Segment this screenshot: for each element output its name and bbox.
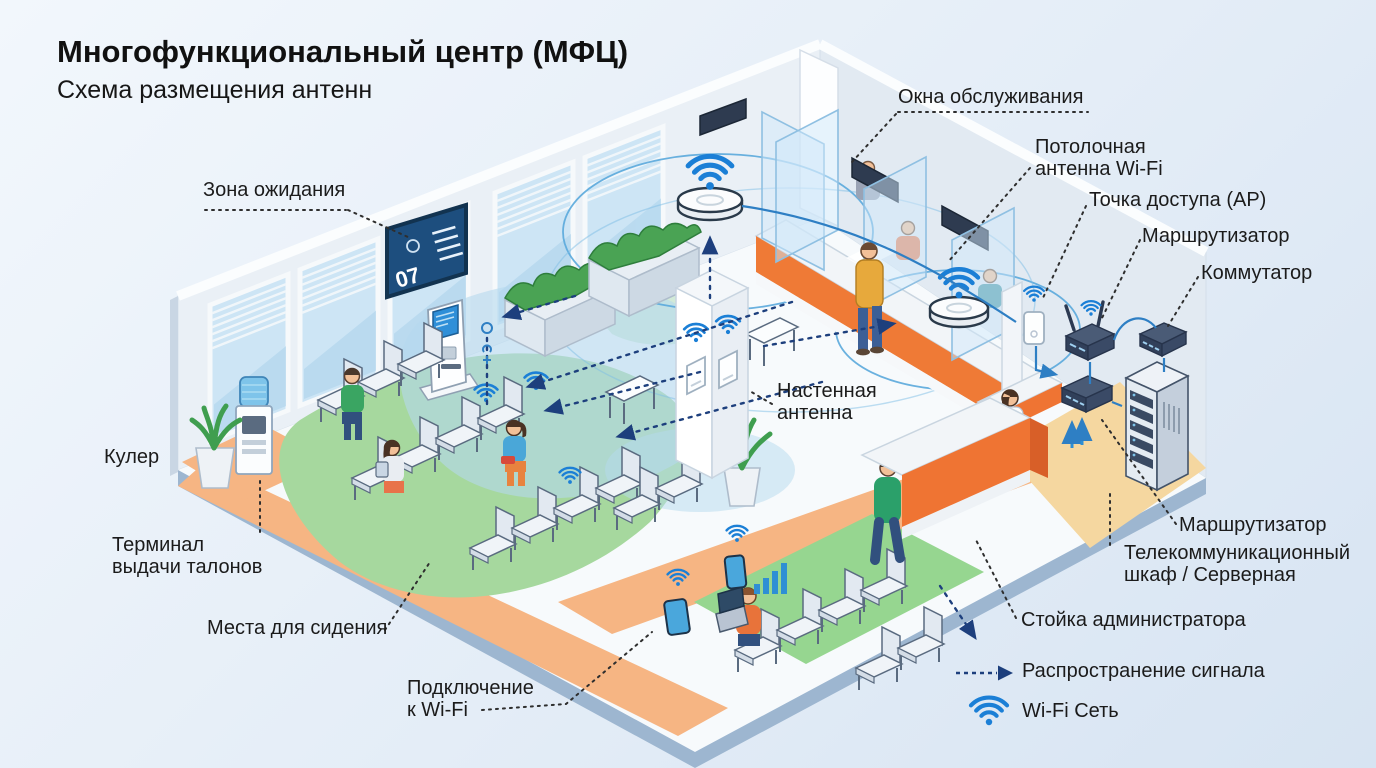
page-subtitle: Схема размещения антенн — [57, 76, 373, 104]
potted-plant-left — [189, 403, 243, 489]
leader-lines — [204, 111, 1199, 711]
signal-bars-icon — [754, 563, 787, 594]
page-title: Многофункциональный центр (МФЦ) — [57, 34, 629, 69]
legend-signal-icon — [956, 665, 1013, 681]
route-glyphs — [481, 322, 493, 364]
router — [1064, 300, 1116, 362]
ceiling-antenna-2 — [928, 269, 990, 329]
client-devices — [473, 371, 787, 636]
visitor-woman-reading — [375, 439, 404, 493]
uplink-arrows — [1061, 417, 1093, 448]
planters — [503, 222, 702, 358]
water-cooler — [235, 376, 273, 475]
server-rack — [1124, 361, 1190, 492]
wall-antenna-left — [682, 322, 710, 396]
access-point — [1022, 285, 1046, 345]
reception-desk — [860, 371, 1064, 539]
wall-antenna-right — [714, 314, 742, 390]
ceiling-antenna-1 — [676, 156, 744, 222]
queue-tv-screen: 07 — [385, 202, 468, 300]
glass-partitions — [761, 108, 1015, 362]
visitor-laptop — [715, 586, 761, 646]
signal-arrows — [485, 235, 977, 640]
legend-wifi-label: Wi-Fi Сеть — [1022, 700, 1119, 722]
legend-wifi-icon — [971, 698, 1007, 726]
visitor-girl — [501, 419, 527, 486]
legend-signal-label: Распространение сигнала — [1022, 660, 1265, 682]
kiosk-terminal — [418, 298, 480, 401]
network-switch — [1138, 322, 1188, 358]
network-switch-2 — [1060, 375, 1114, 414]
visitor-green-sitting — [341, 367, 364, 440]
network-cables — [741, 204, 1166, 408]
